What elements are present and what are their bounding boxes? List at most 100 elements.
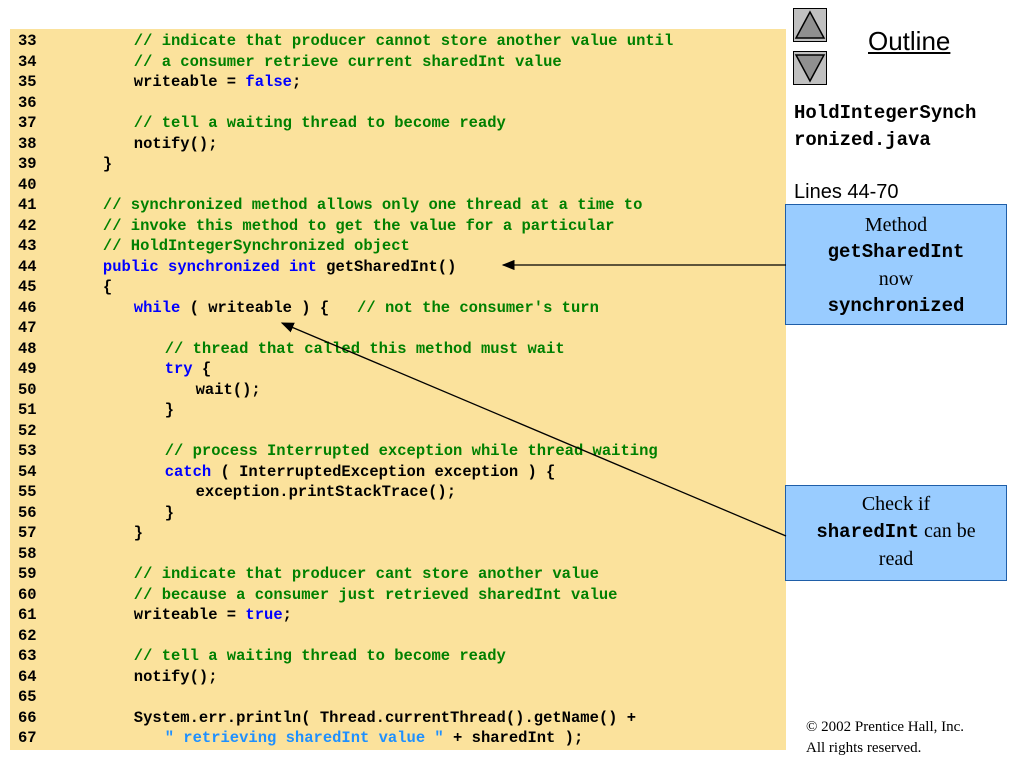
code-line: 61 writeable = true; xyxy=(10,605,786,626)
line-number: 61 xyxy=(18,606,37,624)
code-line: 56} xyxy=(10,503,786,524)
line-number: 58 xyxy=(18,544,37,563)
code-keyword: false xyxy=(245,73,292,91)
code-text: wait(); xyxy=(196,380,261,401)
line-number: 34 xyxy=(18,52,37,71)
triangle-up-icon xyxy=(794,10,826,39)
code-token: + sharedInt ); xyxy=(443,729,584,747)
code-text: // HoldIntegerSynchronized object xyxy=(103,236,410,257)
line-number: 49 xyxy=(18,360,37,378)
code-text: writeable = false; xyxy=(134,72,301,93)
code-line: 65 xyxy=(10,687,786,708)
code-text: notify(); xyxy=(134,667,218,688)
code-keyword: synchronized xyxy=(168,257,289,276)
callout-text: read xyxy=(878,548,914,570)
line-number: 35 xyxy=(18,73,37,91)
file-name: HoldIntegerSynch ronized.java xyxy=(794,100,1024,154)
line-number: 64 xyxy=(18,667,37,686)
arrow-to-while-condition xyxy=(280,322,787,537)
code-text: { xyxy=(103,277,112,298)
code-token: } xyxy=(164,401,174,419)
callout-code: getSharedInt xyxy=(827,241,965,263)
callout-text: Method xyxy=(864,214,928,236)
code-text: // tell a waiting thread to become ready xyxy=(134,113,506,134)
line-number: 33 xyxy=(18,32,37,50)
code-line: 59// indicate that producer cant store a… xyxy=(10,564,786,585)
code-comment: // because a consumer just retrieved sha… xyxy=(133,585,618,604)
line-number: 51 xyxy=(18,401,37,419)
code-token: } xyxy=(102,155,113,173)
code-line: 55 exception.printStackTrace(); xyxy=(10,482,786,503)
code-text: // invoke this method to get the value f… xyxy=(103,216,615,237)
code-token: ( InterruptedException exception ) { xyxy=(211,462,556,481)
line-number: 38 xyxy=(18,134,37,153)
code-text: // a consumer retrieve current sharedInt… xyxy=(134,52,562,73)
callout-text: Check if xyxy=(861,493,931,515)
callout-code: sharedInt xyxy=(816,521,919,543)
code-token: exception.printStackTrace(); xyxy=(195,483,457,501)
code-line: 41 // synchronized method allows only one… xyxy=(10,195,786,216)
code-token: ; xyxy=(282,606,292,624)
code-line: 33 // indicate that producer cannot store… xyxy=(10,31,786,52)
previous-slide-button[interactable] xyxy=(793,8,827,42)
code-comment: // synchronized method allows only one t… xyxy=(102,196,643,214)
code-comment: // not the consumer's turn xyxy=(357,298,599,317)
line-number: 52 xyxy=(18,421,37,440)
callout-text: now xyxy=(878,268,914,290)
line-number: 44 xyxy=(18,257,37,276)
file-name-line-1: HoldIntegerSynch xyxy=(794,102,977,124)
code-line: 64 notify(); xyxy=(10,667,786,688)
code-line: 37 // tell a waiting thread to become rea… xyxy=(10,113,786,134)
next-slide-button[interactable] xyxy=(793,51,827,85)
code-token: System.err.println( Thread.currentThread… xyxy=(133,708,637,727)
code-line: 42 // invoke this method to get the value… xyxy=(10,216,786,237)
outline-title[interactable]: Outline xyxy=(868,26,951,56)
code-token: { xyxy=(192,360,212,378)
code-line: 43// HoldIntegerSynchronized object xyxy=(10,236,786,257)
line-number: 41 xyxy=(18,196,37,214)
callout-code: synchronized xyxy=(827,295,965,317)
code-keyword: while xyxy=(133,298,181,317)
triangle-down-icon xyxy=(794,54,826,83)
code-text: System.err.println( Thread.currentThread… xyxy=(134,708,636,729)
code-comment: // process Interrupted exception while t… xyxy=(164,442,658,460)
code-comment: // indicate that producer cannot store a… xyxy=(133,32,674,50)
callout-line: sharedInt can be xyxy=(786,518,1006,546)
line-number: 66 xyxy=(18,708,37,727)
line-number: 56 xyxy=(18,503,37,522)
code-line: 58 xyxy=(10,544,786,565)
code-token: writeable = xyxy=(133,73,246,91)
code-text: } xyxy=(165,503,174,524)
line-number: 62 xyxy=(18,626,37,645)
code-line: 36 xyxy=(10,93,786,114)
code-line: 39} xyxy=(10,154,786,175)
code-text: writeable = true; xyxy=(134,605,292,626)
code-line: 34 // a consumer retrieve current sharedI… xyxy=(10,52,786,73)
code-token: writeable = xyxy=(133,606,246,624)
line-number: 57 xyxy=(18,524,37,542)
code-text: exception.printStackTrace(); xyxy=(196,482,456,503)
code-text: // indicate that producer cant store ano… xyxy=(134,564,599,585)
line-number: 42 xyxy=(18,216,37,235)
code-line: 53// process Interrupted exception while… xyxy=(10,441,786,462)
code-line: 38 notify(); xyxy=(10,134,786,155)
code-comment: // tell a waiting thread to become ready xyxy=(133,647,506,665)
line-number: 40 xyxy=(18,175,37,194)
code-text: } xyxy=(134,523,143,544)
line-number: 55 xyxy=(18,483,37,501)
code-text: // because a consumer just retrieved sha… xyxy=(134,585,618,606)
line-number: 37 xyxy=(18,114,37,132)
code-token: notify(); xyxy=(133,134,218,153)
code-comment: // indicate that producer cant store ano… xyxy=(133,565,599,583)
line-number: 45 xyxy=(18,278,37,296)
code-text: " retrieving sharedInt value " + sharedI… xyxy=(165,728,584,749)
line-number: 65 xyxy=(18,688,37,706)
code-token: notify(); xyxy=(133,667,218,686)
line-number: 46 xyxy=(18,298,37,317)
line-number: 50 xyxy=(18,380,37,399)
code-line: 47 xyxy=(10,318,786,339)
